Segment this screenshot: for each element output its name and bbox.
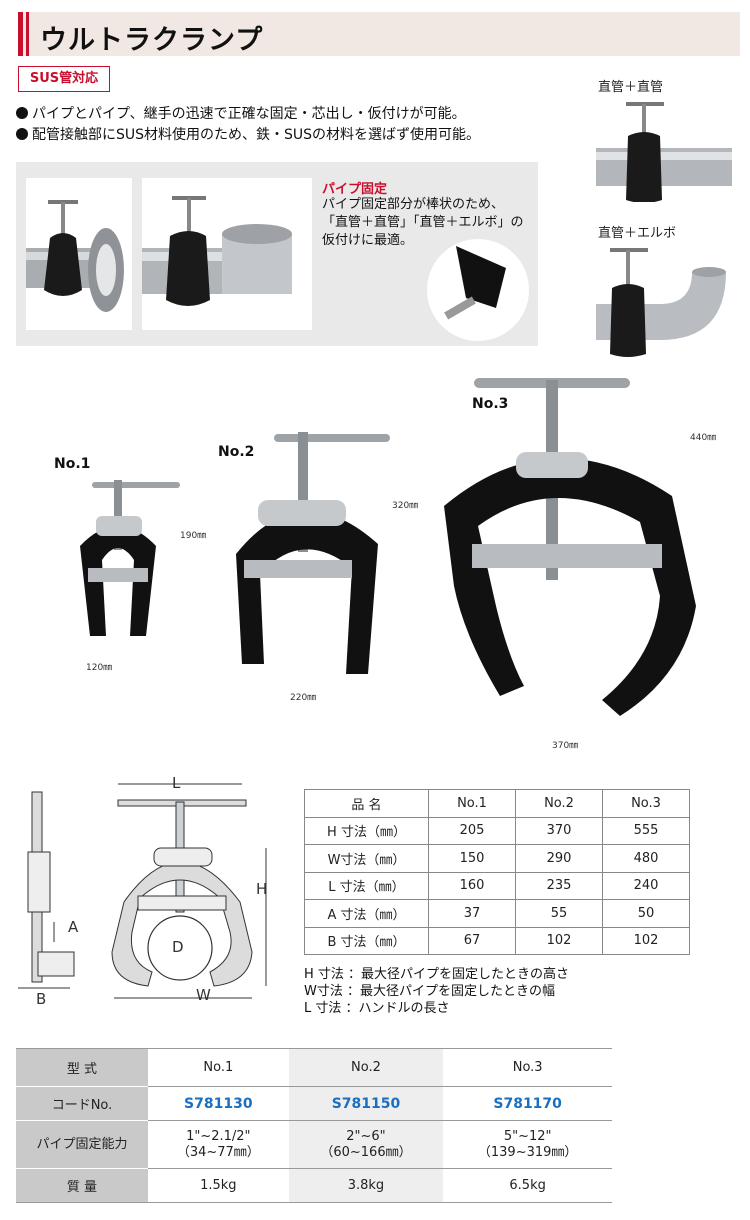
row-header-code: コードNo.: [16, 1086, 148, 1121]
pipe-fix-closeup-image: [427, 239, 529, 341]
page-title: ウルトラクランプ: [40, 25, 264, 56]
page-header: ウルトラクランプ: [18, 12, 740, 56]
dim-no1-height: 190㎜: [180, 531, 207, 541]
model-label-no3: No.3: [472, 396, 509, 412]
table-row: 質 量 1.5kg 3.8kg 6.5kg: [16, 1168, 612, 1203]
label-straight-straight: 直管＋直管: [598, 80, 664, 95]
product-code: S781150: [288, 1086, 444, 1121]
dimension-notes: H 寸法 ：最大径パイプを固定したときの高さ W寸法 ：最大径パイプを固定したと…: [304, 967, 570, 1016]
bullet-icon: [16, 128, 28, 140]
photo-flange-clamp: [26, 178, 132, 330]
product-code: S781170: [443, 1086, 612, 1121]
table-row: L 寸法（㎜） 160 235 240: [304, 871, 690, 900]
header-accent-bar-thin: [26, 12, 29, 56]
label-straight-elbow: 直管＋エルボ: [598, 226, 677, 241]
table-row: 品 名 No.1 No.2 No.3: [304, 789, 690, 818]
model-label-no1: No.1: [54, 456, 91, 472]
table-row: H 寸法（㎜） 205 370 555: [304, 816, 690, 845]
table-row: A 寸法（㎜） 37 55 50: [304, 899, 690, 928]
photo-straight-elbow: [596, 248, 726, 357]
model-spec-table: 型 式 No.1 No.2 No.3 コードNo. S781130 S78115…: [16, 1048, 612, 1203]
diagram-label-D: D: [172, 938, 184, 956]
clamp-tee-illustration: [142, 196, 292, 306]
dim-no2-width: 220㎜: [290, 693, 317, 703]
clamp-flange-illustration: [26, 200, 124, 312]
dimension-spec-table: 品 名 No.1 No.2 No.3 H 寸法（㎜） 205 370 555 W…: [304, 789, 690, 955]
diagram-label-B: B: [36, 990, 47, 1008]
product-code: S781130: [148, 1086, 289, 1121]
clamp-no2-image: [236, 432, 390, 674]
feature-item: パイプとパイプ、継手の迅速で正確な固定・芯出し・仮付けが可能。: [16, 104, 586, 125]
sus-badge: SUS管対応: [18, 66, 110, 92]
model-label-no2: No.2: [218, 444, 255, 460]
feature-list: パイプとパイプ、継手の迅速で正確な固定・芯出し・仮付けが可能。 配管接触部にSU…: [16, 104, 586, 146]
bullet-icon: [16, 107, 28, 119]
diagram-label-H: H: [256, 880, 268, 898]
header-accent-bar: [18, 12, 23, 56]
table-row: パイプ固定能力 1"~2.1/2"（34~77㎜） 2"~6"（60~166㎜）…: [16, 1120, 612, 1169]
clamp-no3-image: [444, 378, 696, 716]
photo-straight-straight: [596, 102, 732, 202]
table-row: 型 式 No.1 No.2 No.3: [16, 1048, 612, 1087]
row-header-capacity: パイプ固定能力: [16, 1120, 148, 1169]
pipe-fix-description: パイプ固定部分が棒状のため、 「直管＋直管」「直管＋エルボ」の 仮付けに最適。: [322, 197, 524, 248]
table-row: B 寸法（㎜） 67 102 102: [304, 926, 690, 955]
diagram-label-W: W: [196, 986, 211, 1004]
dim-no3-width: 370㎜: [552, 741, 579, 751]
dim-no2-height: 320㎜: [392, 501, 419, 511]
table-row: W寸法（㎜） 150 290 480: [304, 844, 690, 873]
pipe-fix-title: パイプ固定: [322, 182, 388, 197]
diagram-label-L: L: [172, 774, 181, 792]
dimension-diagram: [18, 783, 267, 999]
row-header-type: 型 式: [16, 1048, 148, 1087]
row-header-weight: 質 量: [16, 1168, 148, 1203]
clamp-no1-image: [80, 480, 180, 636]
dim-no3-height: 440㎜: [690, 433, 717, 443]
dim-no1-width: 120㎜: [86, 663, 113, 673]
photo-tee-clamp: [142, 178, 312, 330]
diagram-label-A: A: [68, 918, 79, 936]
table-row: コードNo. S781130 S781150 S781170: [16, 1086, 612, 1121]
feature-item: 配管接触部にSUS材料使用のため、鉄・SUSの材料を選ばず使用可能。: [16, 125, 586, 146]
